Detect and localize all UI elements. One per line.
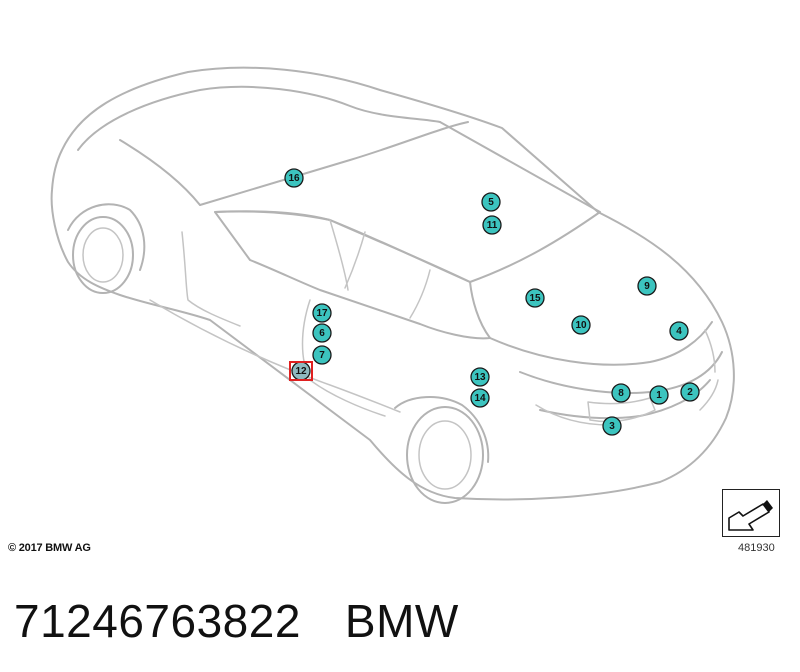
marker-7[interactable]: 7: [312, 345, 332, 365]
marker-label: 8: [618, 388, 624, 399]
marker-label: 13: [474, 372, 486, 383]
marker-17[interactable]: 17: [312, 303, 332, 323]
car-outline: [50, 66, 735, 504]
marker-label: 10: [575, 320, 587, 331]
marker-label: 17: [316, 308, 328, 319]
marker-label: 16: [288, 173, 300, 184]
selection-highlight: [289, 361, 313, 381]
marker-6[interactable]: 6: [312, 323, 332, 343]
footer: 71246763822 BMW: [14, 586, 794, 656]
marker-label: 11: [487, 220, 498, 231]
marker-label: 1: [656, 390, 662, 401]
marker-11[interactable]: 11: [482, 215, 502, 235]
marker-1[interactable]: 1: [649, 385, 669, 405]
brand-name: BMW: [344, 595, 459, 647]
part-number: 71246763822: [14, 595, 301, 647]
marker-label: 6: [319, 328, 325, 339]
marker-2[interactable]: 2: [680, 382, 700, 402]
marker-label: 7: [319, 350, 325, 361]
marker-4[interactable]: 4: [669, 321, 689, 341]
marker-16[interactable]: 16: [284, 168, 304, 188]
copyright-text: © 2017 BMW AG: [8, 542, 91, 554]
marker-label: 2: [687, 387, 693, 398]
marker-13[interactable]: 13: [470, 367, 490, 387]
marker-3[interactable]: 3: [602, 416, 622, 436]
marker-12[interactable]: 12: [289, 361, 313, 381]
arrow-down-left-icon: [722, 489, 780, 537]
marker-label: 3: [609, 421, 615, 432]
marker-15[interactable]: 15: [525, 288, 545, 308]
marker-label: 14: [474, 393, 486, 404]
marker-8[interactable]: 8: [611, 383, 631, 403]
marker-10[interactable]: 10: [571, 315, 591, 335]
marker-9[interactable]: 9: [637, 276, 657, 296]
reference-number: 481930: [738, 542, 775, 554]
marker-label: 15: [529, 293, 541, 304]
marker-label: 5: [488, 197, 494, 208]
marker-14[interactable]: 14: [470, 388, 490, 408]
marker-label: 4: [676, 326, 682, 337]
marker-label: 12: [295, 366, 307, 377]
marker-5[interactable]: 5: [481, 192, 501, 212]
marker-label: 9: [644, 281, 650, 292]
